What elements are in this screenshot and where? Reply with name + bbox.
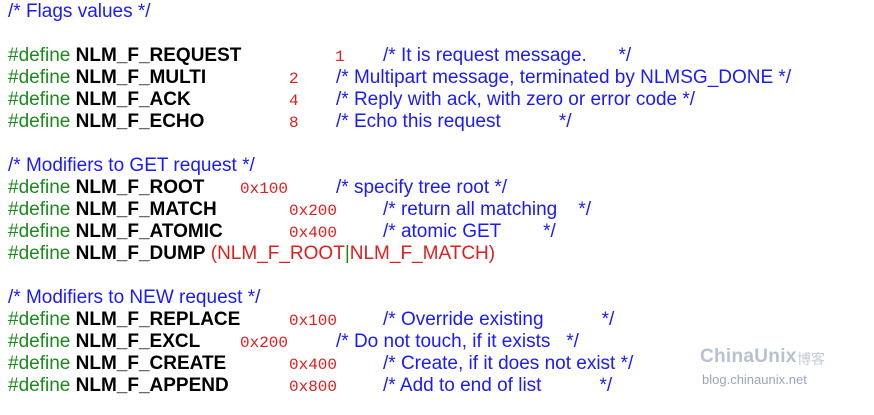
macro-name: NLM_F_CREATE — [75, 353, 227, 374]
inline-comment: /* Multipart message, terminated by NLMS… — [336, 67, 792, 88]
define-line: #define NLM_F_APPEND 0x800 /* Add to end o… — [8, 375, 612, 397]
macro-value: 0x200 — [240, 334, 289, 352]
define-keyword: #define — [8, 375, 71, 396]
section-comment: /* Flags values */ — [8, 1, 151, 22]
comment-line: /* Modifiers to NEW request */ — [8, 287, 260, 309]
inline-comment: /* specify tree root */ — [336, 177, 508, 198]
section-comment: /* Modifiers to GET request */ — [8, 155, 255, 176]
macro-name: NLM_F_REQUEST — [75, 45, 242, 66]
define-keyword: #define — [8, 89, 71, 110]
macro-name: NLM_F_EXCL — [75, 331, 201, 352]
define-line: #define NLM_F_ECHO 8 /* Echo this request … — [8, 111, 572, 133]
macro-name: NLM_F_ATOMIC — [75, 221, 223, 242]
macro-value: 0x400 — [289, 356, 338, 374]
define-keyword: #define — [8, 199, 71, 220]
inline-comment: /* It is request message. */ — [383, 45, 632, 66]
macro-name: NLM_F_MATCH — [75, 199, 217, 220]
section-comment: /* Modifiers to NEW request */ — [8, 287, 261, 308]
paren-close: ) — [488, 243, 496, 264]
define-keyword: #define — [8, 111, 71, 132]
inline-comment: /* Echo this request */ — [336, 111, 572, 132]
comment-line: /* Flags values */ — [8, 1, 151, 23]
comment-line: /* Modifiers to GET request */ — [8, 155, 255, 177]
define-keyword: #define — [8, 45, 71, 66]
define-line: #define NLM_F_CREATE 0x400 /* Create, if i… — [8, 353, 633, 375]
macro-name: NLM_F_REPLACE — [75, 309, 241, 330]
macro-name: NLM_F_MULTI — [75, 67, 207, 88]
watermark-url: blog.chinaunix.net — [702, 372, 807, 387]
watermark: ChinaUnix 博客 blog.chinaunix.net — [700, 346, 870, 394]
watermark-brand: ChinaUnix — [700, 346, 797, 367]
define-keyword: #define — [8, 221, 71, 242]
define-keyword: #define — [8, 243, 71, 264]
macro-value: 0x100 — [240, 180, 289, 198]
define-line: #define NLM_F_ROOT 0x100 /* specify tree r… — [8, 177, 507, 199]
macro-value: 1 — [335, 48, 345, 66]
macro-value: 0x800 — [289, 378, 338, 396]
macro-value: 2 — [289, 70, 299, 88]
define-line: #define NLM_F_EXCL 0x200 /* Do not touch, … — [8, 331, 579, 353]
macro-value: 0x200 — [289, 202, 338, 220]
macro-value: 0x100 — [289, 312, 338, 330]
define-keyword: #define — [8, 353, 71, 374]
macro-value: 4 — [289, 92, 299, 110]
define-line: #define NLM_F_ACK 4 /* Reply with ack, wit… — [8, 89, 695, 111]
inline-comment: /* atomic GET */ — [383, 221, 556, 242]
inline-comment: /* Reply with ack, with zero or error co… — [336, 89, 696, 110]
define-line: #define NLM_F_MULTI 2 /* Multipart message… — [8, 67, 791, 89]
define-line: #define NLM_F_REPLACE 0x100 /* Override ex… — [8, 309, 614, 331]
macro-name: NLM_F_ACK — [75, 89, 191, 110]
paren-open: ( — [210, 243, 218, 264]
define-keyword: #define — [8, 67, 71, 88]
macro-value: 0x400 — [289, 224, 338, 242]
macro-operand: NLM_F_MATCH — [349, 243, 489, 264]
define-line: #define NLM_F_REQUEST 1 /* It is request m… — [8, 45, 631, 67]
watermark-brand-cn: 博客 — [797, 352, 825, 368]
inline-comment: /* Do not touch, if it exists */ — [336, 331, 579, 352]
macro-name: NLM_F_ECHO — [75, 111, 205, 132]
define-line: #define NLM_F_ATOMIC 0x400 /* atomic GET *… — [8, 221, 556, 243]
macro-operand: NLM_F_ROOT — [217, 243, 345, 264]
bitwise-or-operator: | — [344, 243, 350, 264]
macro-name: NLM_F_ROOT — [75, 177, 205, 198]
define-keyword: #define — [8, 177, 71, 198]
inline-comment: /* return all matching */ — [383, 199, 592, 220]
inline-comment: /* Override existing */ — [383, 309, 615, 330]
macro-value: 8 — [289, 114, 299, 132]
define-keyword: #define — [8, 309, 71, 330]
define-line: #define NLM_F_MATCH 0x200 /* return all ma… — [8, 199, 591, 221]
macro-name: NLM_F_APPEND — [75, 375, 229, 396]
inline-comment: /* Add to end of list */ — [383, 375, 613, 396]
macro-name: NLM_F_DUMP — [75, 243, 206, 264]
inline-comment: /* Create, if it does not exist */ — [383, 353, 634, 374]
define-line: #define NLM_F_DUMP (NLM_F_ROOT|NLM_F_MAT… — [8, 243, 495, 265]
define-keyword: #define — [8, 331, 71, 352]
